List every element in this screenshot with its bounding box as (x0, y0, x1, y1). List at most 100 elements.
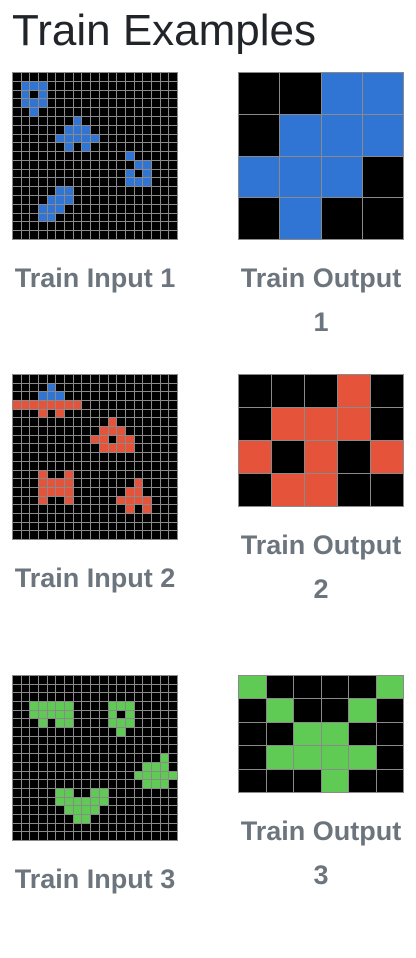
grid-cell (91, 90, 99, 99)
grid-cell (21, 143, 30, 152)
grid-cell (73, 90, 82, 99)
grid-cell (134, 461, 143, 470)
grid-cell (82, 470, 91, 479)
grid-cell (376, 769, 403, 792)
grid-cell (39, 435, 47, 444)
grid-cell (56, 823, 65, 832)
grid-cell (108, 73, 117, 81)
grid-cell (134, 143, 143, 152)
grid-cell (151, 693, 160, 702)
grid-cell (169, 771, 177, 780)
grid-cell (160, 513, 169, 522)
grid-cell (125, 736, 134, 745)
grid-cell (39, 108, 47, 116)
grid-cell (82, 435, 91, 444)
grid-cell (151, 728, 160, 736)
grid-cell (91, 710, 99, 719)
grid-cell (125, 771, 134, 780)
grid-cell (91, 736, 99, 745)
grid-cell (73, 719, 82, 728)
grid-cell (125, 788, 134, 797)
grid-cell (56, 231, 65, 239)
grid-cell (47, 728, 56, 736)
grid-cell (13, 719, 21, 728)
grid-cell (39, 470, 47, 479)
grid-cell (151, 383, 160, 392)
grid-cell (125, 832, 134, 840)
grid-cell (108, 693, 117, 702)
grid-cell (99, 788, 108, 797)
grid-cell (143, 178, 151, 187)
grid-cell (56, 435, 65, 444)
grid-cell (47, 231, 56, 239)
grid-cell (91, 676, 99, 684)
grid-cell (108, 231, 117, 239)
grid-cell (99, 505, 108, 513)
grid-cell (47, 108, 56, 116)
grid-cell (73, 444, 82, 453)
grid-cell (108, 487, 117, 496)
grid-cell (117, 762, 125, 771)
grid-cell (151, 160, 160, 169)
grid-cell (117, 73, 125, 81)
grid-cell (99, 710, 108, 719)
grid-cell (151, 788, 160, 797)
grid-cell (143, 684, 151, 693)
grid-cell (169, 806, 177, 814)
grid-cell (349, 699, 376, 722)
grid-cell (305, 408, 337, 440)
grid-cell (239, 198, 280, 239)
grid-cell (13, 762, 21, 771)
grid-cell (160, 392, 169, 401)
grid-cell (82, 152, 91, 160)
grid-cell (305, 474, 337, 506)
grid-cell (99, 487, 108, 496)
grid-cell (169, 143, 177, 152)
grid-cell (125, 125, 134, 134)
grid-cell (108, 178, 117, 187)
grid-cell (99, 108, 108, 116)
grid-cell (117, 383, 125, 392)
grid-cell (151, 505, 160, 513)
grid-cell (108, 505, 117, 513)
grid-cell (82, 762, 91, 771)
grid-cell (151, 832, 160, 840)
grid-cell (65, 125, 73, 134)
grid-cell (30, 505, 39, 513)
grid-cell (160, 418, 169, 427)
grid-cell (134, 418, 143, 427)
grid-cell (143, 213, 151, 222)
grid-cell (117, 160, 125, 169)
grid-cell (39, 375, 47, 383)
grid-cell (134, 814, 143, 823)
grid-cell (56, 513, 65, 522)
grid-cell (151, 90, 160, 99)
grid-cell (134, 806, 143, 814)
grid-cell (30, 453, 39, 461)
grid-cell (39, 213, 47, 222)
grid-cell (30, 736, 39, 745)
grid-cell (143, 108, 151, 116)
grid-cell (73, 676, 82, 684)
grid-cell (65, 134, 73, 143)
grid-cell (56, 754, 65, 762)
grid-cell (56, 143, 65, 152)
grid-cell (99, 418, 108, 427)
grid-cell (56, 702, 65, 710)
grid-cell (39, 788, 47, 797)
grid-cell (13, 806, 21, 814)
grid-cell (21, 435, 30, 444)
grid-cell (21, 487, 30, 496)
grid-cell (108, 453, 117, 461)
grid-cell (108, 134, 117, 143)
grid-cell (134, 496, 143, 505)
grid-cell (108, 409, 117, 418)
grid-cell (169, 125, 177, 134)
grid-cell (91, 719, 99, 728)
grid-cell (125, 444, 134, 453)
grid-cell (30, 823, 39, 832)
grid-cell (21, 693, 30, 702)
grid-cell (91, 160, 99, 169)
grid-cell (39, 719, 47, 728)
grid-cell (143, 736, 151, 745)
